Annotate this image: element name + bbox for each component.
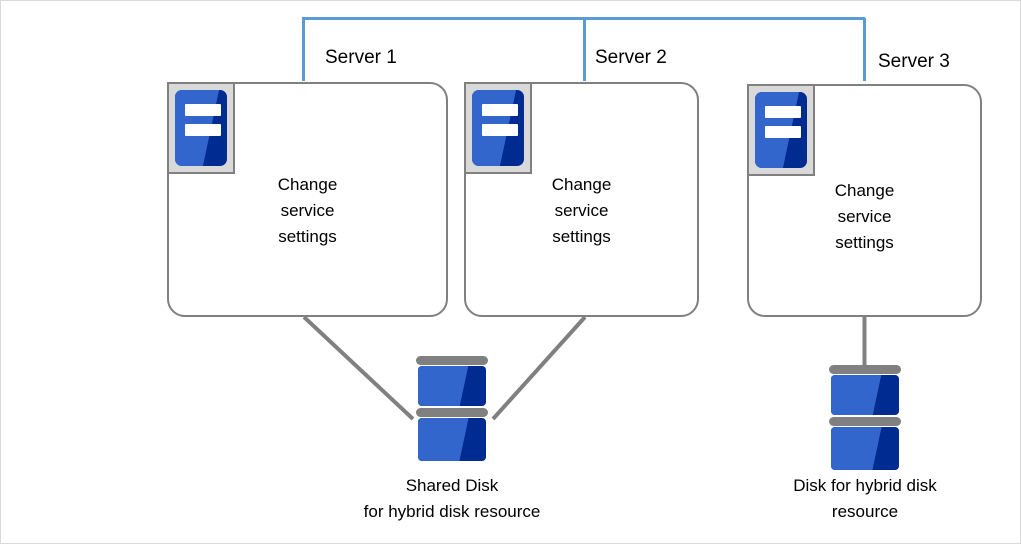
disk-cap-middle (829, 417, 901, 426)
server-icon-bar-bottom (764, 125, 801, 138)
server-icon-body (471, 89, 524, 166)
server-icon-bar-top (764, 105, 801, 118)
server-label-2: Server 2 (595, 47, 667, 68)
server-body-line-2: service (837, 207, 892, 226)
server-icon (746, 83, 815, 176)
server-icon-bar-bottom (184, 123, 221, 136)
server-icon-bar-top (184, 103, 221, 116)
server-box-1[interactable]: Change service settings (166, 81, 448, 317)
server-icon-body (754, 91, 807, 168)
server-icon (463, 81, 532, 174)
local-disk-caption-line-2: resource (831, 502, 899, 521)
server-box-3[interactable]: Change service settings (746, 83, 982, 317)
server-icon (166, 81, 235, 174)
server-icon-bar-top (481, 103, 518, 116)
server-icon-body (174, 89, 227, 166)
connector-server1-to-shared-disk (302, 315, 415, 421)
server-body-line-2: service (554, 201, 609, 220)
disk-platter-top (831, 375, 899, 415)
server-body-line-3: settings (278, 227, 337, 246)
local-disk-icon[interactable] (829, 365, 901, 470)
server-body-line-1: Change (551, 175, 612, 194)
disk-connectors (302, 315, 867, 421)
disk-cap-top (416, 356, 488, 365)
local-disk-caption-line-1: Disk for hybrid disk (793, 476, 937, 495)
disk-platter-bottom (418, 418, 486, 461)
shared-disk-caption-line-2: for hybrid disk resource (363, 502, 541, 521)
server-body-line-2: service (280, 201, 335, 220)
connector-server2-to-shared-disk (491, 315, 587, 421)
server-body-line-1: Change (277, 175, 338, 194)
disk-platter-top (418, 366, 486, 406)
server-body-line-3: settings (552, 227, 611, 246)
server-body-line-1: Change (834, 181, 895, 200)
server-body-line-3: settings (835, 233, 894, 252)
shared-disk-icon[interactable] (416, 356, 488, 461)
disk-platter-bottom (831, 427, 899, 470)
server-label-1: Server 1 (325, 47, 397, 68)
disk-cap-top (829, 365, 901, 374)
shared-disk-caption-line-1: Shared Disk (405, 476, 499, 495)
server-box-2[interactable]: Change service settings (463, 81, 699, 317)
server-icon-bar-bottom (481, 123, 518, 136)
server-label-3: Server 3 (878, 51, 950, 72)
disk-cap-middle (416, 408, 488, 417)
